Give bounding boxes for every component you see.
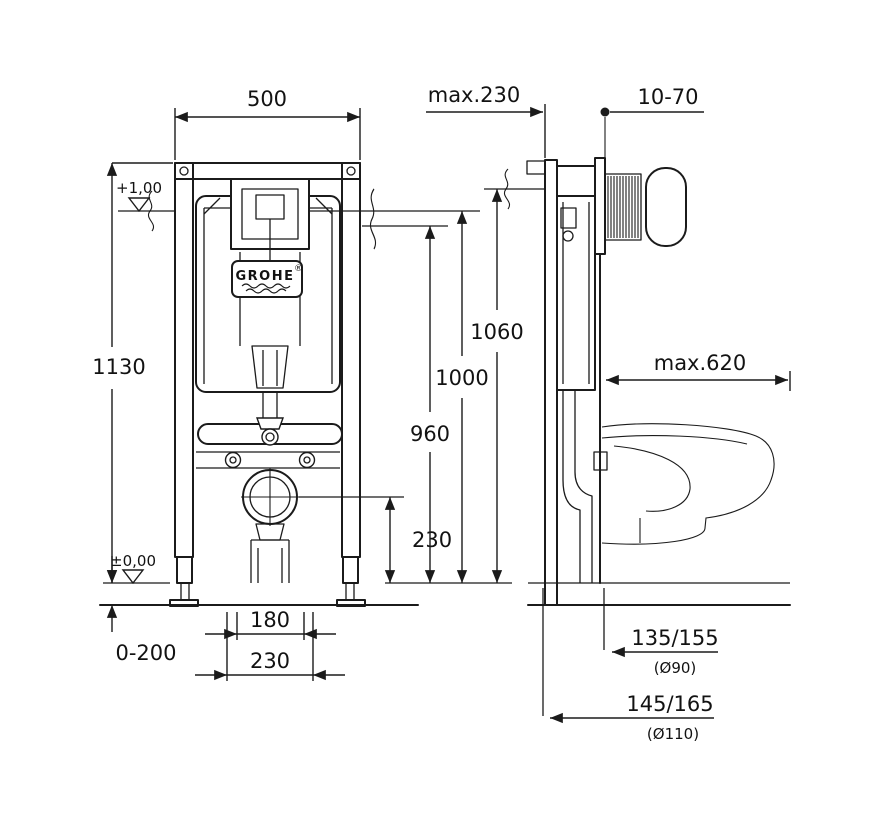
label-spacing-230: 230 [250, 649, 290, 673]
dim-bolt-spacing-180: 180 [205, 608, 336, 640]
actuator-rod [604, 173, 642, 241]
side-cistern [556, 195, 596, 391]
break-mark [148, 190, 154, 232]
label-outlet-b: 145/165 [626, 692, 713, 716]
drain-pipe [250, 523, 290, 583]
label-height-960: 960 [410, 422, 450, 446]
dim-height-1130: 1130 [92, 162, 173, 583]
dim-foot-adjust-0-200: 0-200 [106, 556, 177, 665]
pipe-reference-lines [542, 588, 605, 716]
label-height-1000: 1000 [435, 366, 488, 390]
registered-mark: ® [294, 264, 303, 274]
dim-outlet-height-230: 230 [299, 496, 452, 583]
wall-face-dot [600, 107, 610, 117]
label-outlet-height-230: 230 [412, 528, 452, 552]
label-plate-range: 10-70 [637, 85, 698, 109]
logo-wave-line [245, 288, 287, 294]
dim-width-500: 500 [174, 87, 361, 160]
flush-button [645, 167, 687, 247]
break-mark [370, 188, 376, 250]
dim-bolt-spacing-230: 230 [195, 612, 345, 681]
label-bowl-depth: max.620 [654, 351, 747, 375]
dim-height-1060: 1060 [470, 188, 545, 583]
label-level-plus100: +1,00 [116, 179, 162, 197]
level-triangle [127, 197, 151, 213]
label-foot-adjust: 0-200 [115, 641, 176, 665]
frame-feet [169, 556, 366, 607]
side-view [526, 157, 791, 716]
label-outlet-a: 135/155 [631, 626, 718, 650]
dim-bowl-depth-max620: max.620 [606, 351, 791, 391]
bowl-mount-bracket [593, 451, 608, 471]
dim-outlet-135-155: 135/155 (Ø90) [612, 626, 719, 677]
dim-depth-max230: max.230 [426, 83, 546, 158]
label-spacing-180: 180 [250, 608, 290, 632]
brand-logo-text: GROHE [236, 269, 295, 284]
dim-outlet-145-165: 145/165 (Ø110) [550, 692, 714, 743]
dim-plate-range-10-70: 10-70 [600, 85, 704, 164]
side-pipes [562, 390, 593, 583]
label-height-1060: 1060 [470, 320, 523, 344]
label-height-1130: 1130 [92, 355, 145, 379]
flush-pipe [256, 392, 284, 446]
dim-height-1000: 1000 [310, 210, 489, 583]
label-depth-max230: max.230 [428, 83, 521, 107]
label-outlet-b-diameter: (Ø110) [647, 725, 699, 743]
level-mark-plus100: +1,00 [116, 179, 175, 232]
break-mark [504, 168, 510, 210]
dim-height-960: 960 [362, 225, 450, 583]
level-mark-zero: ±0,00 [110, 552, 156, 585]
grohe-logo-plate: GROHE ® [231, 260, 303, 298]
label-width-500: 500 [247, 87, 287, 111]
label-outlet-a-diameter: (Ø90) [654, 659, 697, 677]
logo-wave-line [241, 283, 291, 289]
fixing-bolts [224, 451, 316, 469]
front-view: GROHE ® [99, 162, 512, 607]
level-triangle [121, 569, 145, 585]
toilet-bowl-outline [601, 423, 775, 545]
flush-plate [230, 178, 310, 261]
label-level-zero: ±0,00 [110, 552, 156, 570]
bowl-support-rails [196, 451, 340, 469]
